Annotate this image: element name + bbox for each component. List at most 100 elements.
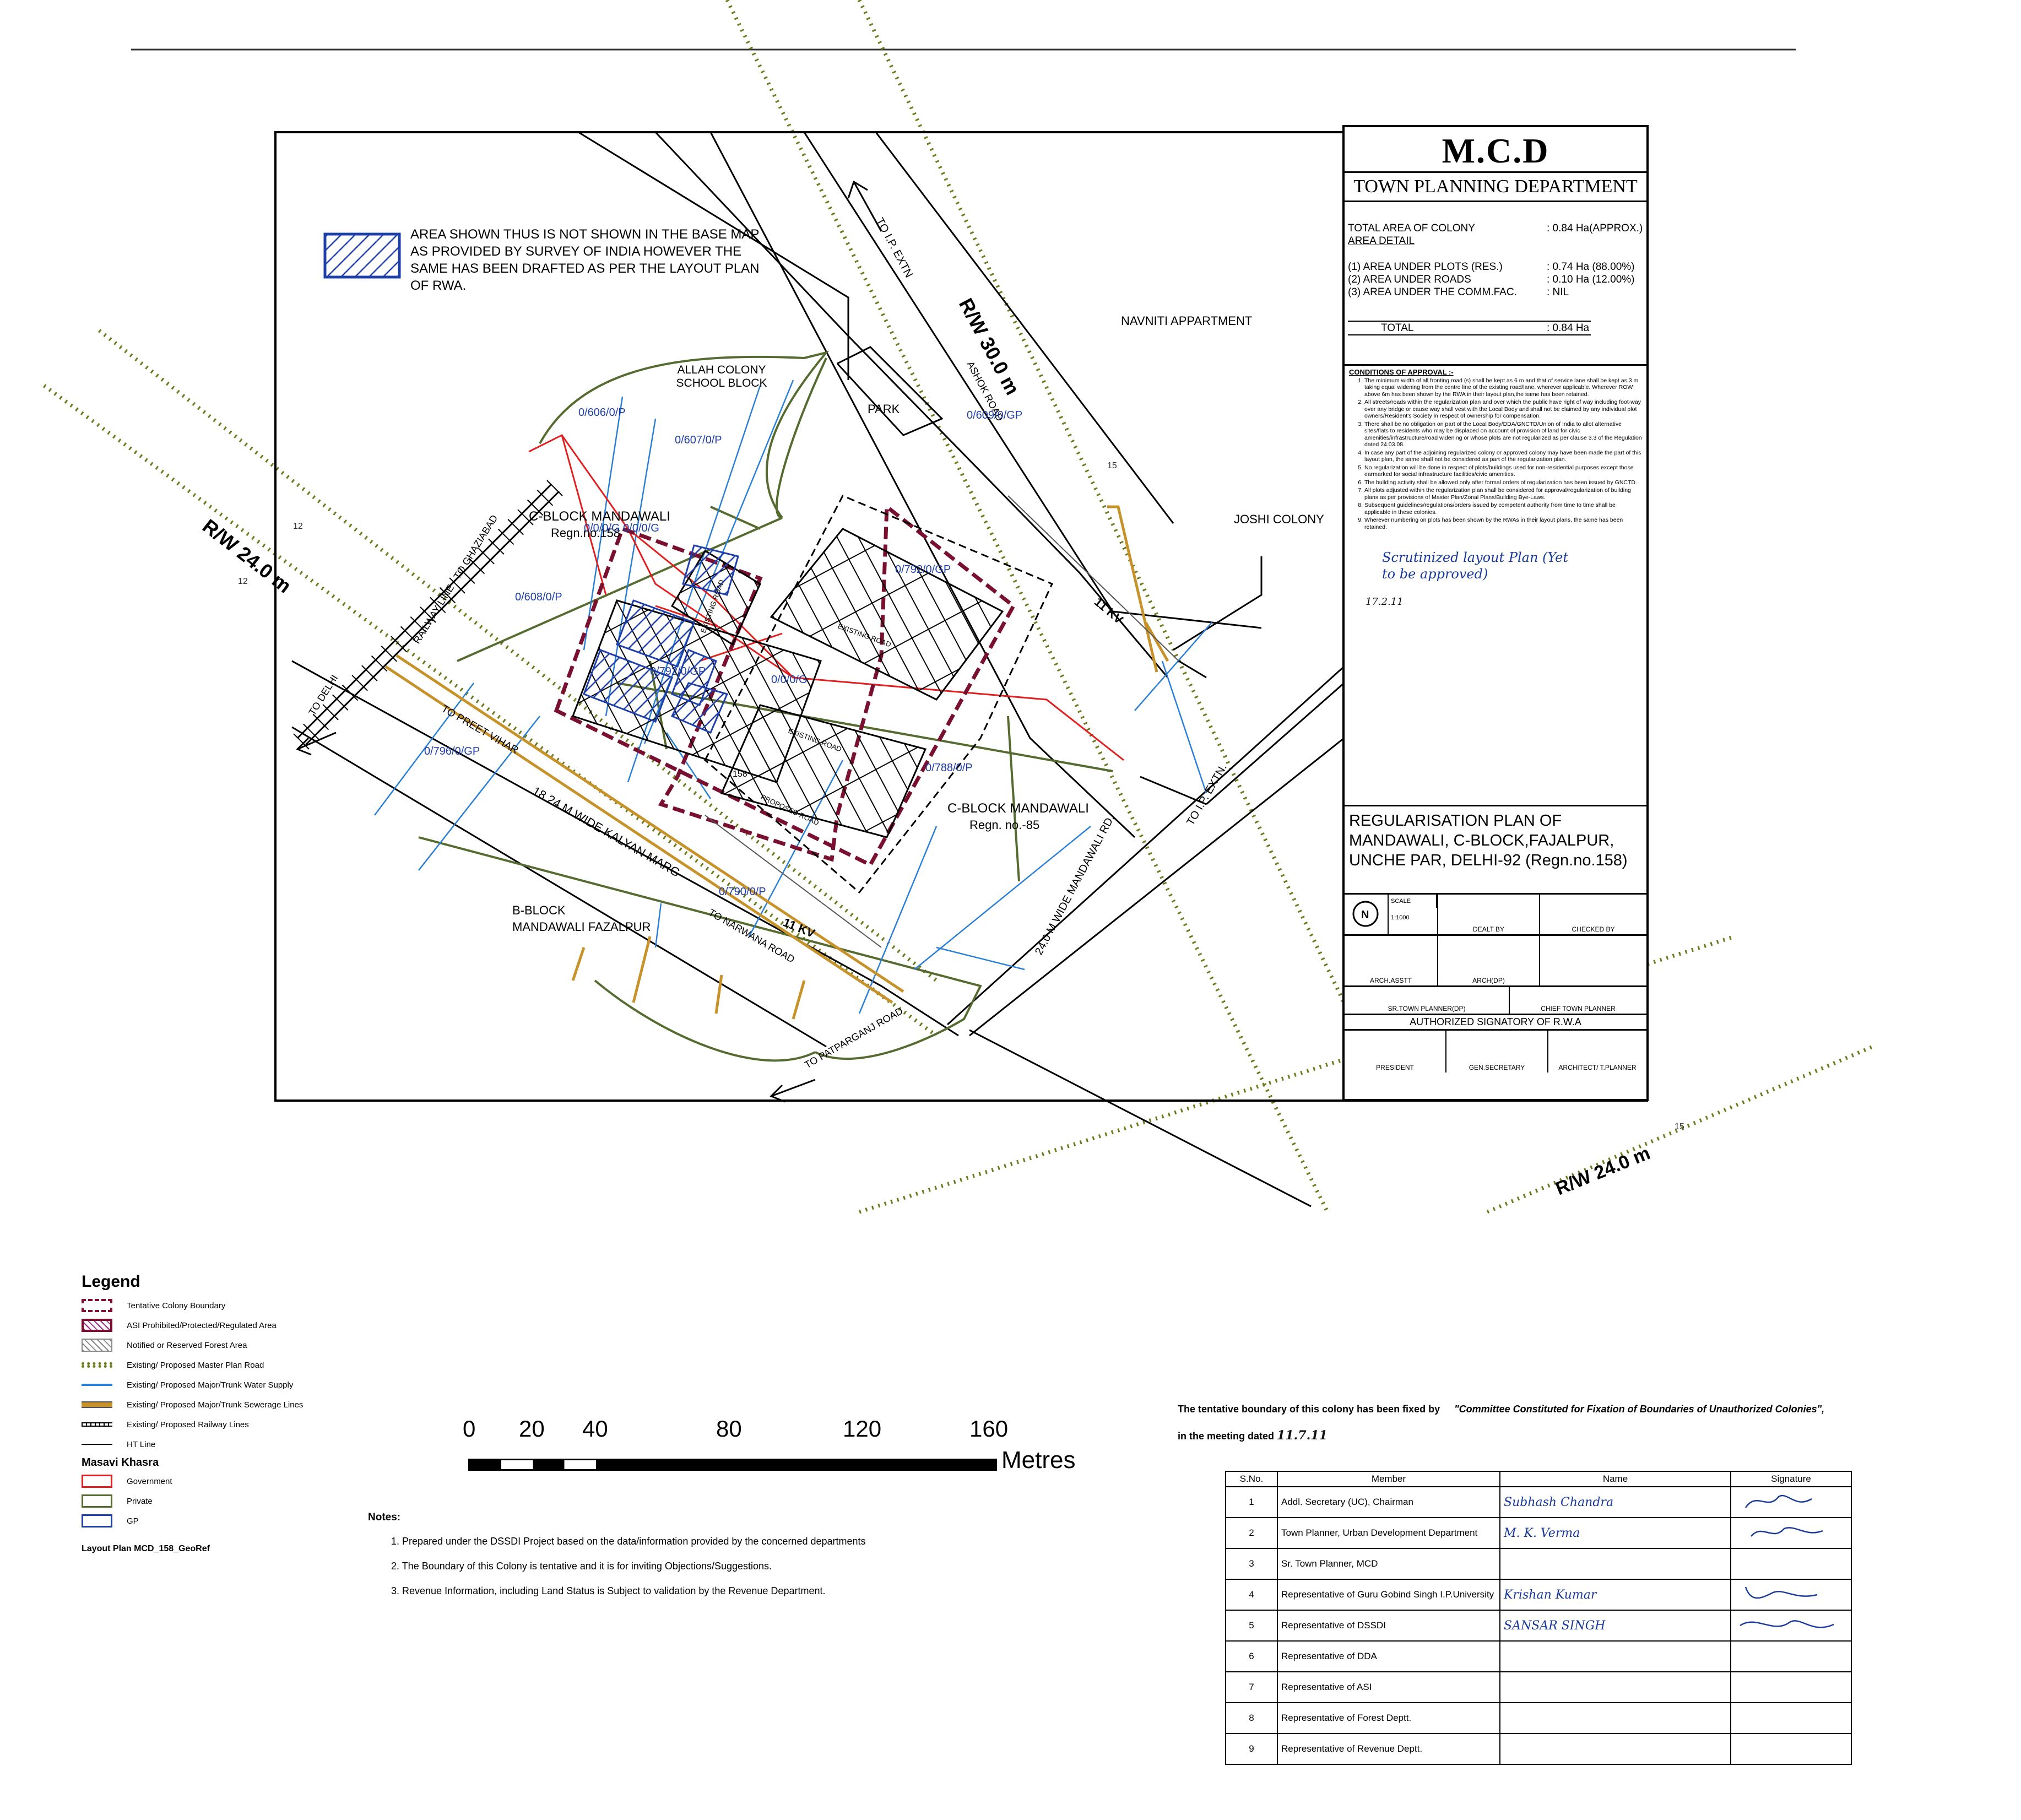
arch-blank-cell <box>1540 936 1646 985</box>
b-block-label-2: MANDAWALI FAZALPUR <box>512 920 651 934</box>
north-letter: N <box>1361 909 1369 921</box>
notes: Notes: 1. Prepared under the DSSDI Proje… <box>368 1512 866 1610</box>
area-1-value: : 0.74 Ha (88.00%) <box>1547 261 1635 273</box>
c-block-158-label: C-BLOCK MANDAWALI <box>529 509 670 524</box>
legend-item-label: GP <box>127 1516 139 1526</box>
khasra-792-b: 0/792/0/GP <box>650 665 706 678</box>
row-name: Subhash Chandra <box>1499 1486 1731 1518</box>
arch-dp-cell: ARCH(DP) <box>1438 936 1540 985</box>
row-sno: 7 <box>1225 1671 1278 1703</box>
to-patparganj-label: TO PATPARGANJ ROAD <box>803 1005 905 1071</box>
hatched-grey-box-icon <box>82 1339 112 1352</box>
checked-by-cell: CHECKED BY <box>1540 895 1646 934</box>
legend-item-label: Tentative Colony Boundary <box>127 1301 226 1310</box>
signature-icon <box>1744 1586 1818 1599</box>
scale-bar: 0 20 40 80 120 160 Metres <box>463 1416 1085 1482</box>
scale-unit: Metres <box>1001 1447 1076 1474</box>
row-name: M. K. Verma <box>1499 1517 1731 1549</box>
total-label: TOTAL <box>1381 322 1414 334</box>
row-name <box>1499 1733 1731 1765</box>
row-member: Representative of Forest Deptt. <box>1277 1702 1500 1734</box>
railway-tie <box>488 538 505 555</box>
row-member: Sr. Town Planner, MCD <box>1277 1548 1500 1580</box>
railway-tie <box>478 548 495 565</box>
orange-line-icon <box>82 1401 112 1408</box>
row-name: SANSAR SINGH <box>1499 1610 1731 1642</box>
row-sno: 4 <box>1225 1579 1278 1611</box>
row-name <box>1499 1548 1731 1580</box>
park-label: PARK <box>868 402 900 416</box>
layout-reference: Layout Plan MCD_158_GeoRef <box>82 1544 210 1553</box>
legend-item-label: Government <box>127 1476 172 1486</box>
north-arrow-icon: N <box>1352 901 1379 927</box>
railway-tie <box>312 713 329 730</box>
khasra-788: 0/788/0/P <box>925 762 973 774</box>
legend-item-master-road: Existing/ Proposed Master Plan Road <box>82 1355 390 1375</box>
signature-cell <box>1730 1486 1852 1518</box>
railway-tie <box>410 616 427 633</box>
area-detail-label: AREA DETAIL <box>1348 235 1415 247</box>
khasra-609: 0/609/0/GP <box>967 409 1022 421</box>
arch-asstt-label: ARCH.ASSTT <box>1369 977 1412 984</box>
row-sno: 9 <box>1225 1733 1278 1765</box>
legend: Legend Tentative Colony Boundary ASI Pro… <box>82 1272 390 1554</box>
row-sno: 5 <box>1225 1610 1278 1642</box>
committee-line2: in the meeting dated <box>1178 1431 1275 1442</box>
scale-tick-40: 40 <box>582 1416 608 1442</box>
note-2: 2. The Boundary of this Colony is tentat… <box>391 1561 772 1572</box>
scale-tick-160: 160 <box>969 1416 1009 1442</box>
col-name: Name <box>1499 1471 1731 1487</box>
row-sno: 3 <box>1225 1548 1278 1580</box>
signature-cell <box>1730 1702 1852 1734</box>
mandawali-rd-label: 24.0 M WIDE MANDAWALI RD. <box>1033 813 1117 957</box>
conditions-list: The minimum width of all fronting road (… <box>1349 377 1642 531</box>
railway-tie <box>546 480 563 496</box>
contour-12a: 12 <box>293 522 303 531</box>
scale-label: SCALE <box>1389 895 1437 908</box>
dept-title: TOWN PLANNING DEPARTMENT <box>1345 171 1646 202</box>
contour-12b: 12 <box>238 577 248 586</box>
conditions-head: CONDITIONS OF APPROVAL :- <box>1349 368 1454 376</box>
dealt-by-cell: DEALT BY <box>1438 895 1540 934</box>
scale-tick-80: 80 <box>716 1416 742 1442</box>
red-box-icon <box>82 1475 112 1488</box>
authorized-label: AUTHORIZED SIGNATORY OF R.W.A <box>1345 1014 1646 1029</box>
handwritten-note: Scrutinized layout Plan (Yet to be appro… <box>1382 550 1569 582</box>
scale-bar-graphic <box>468 1459 997 1471</box>
railway-tie <box>371 655 388 672</box>
arch-dp-label: ARCH(DP) <box>1472 977 1505 984</box>
signature-icon <box>1740 1619 1834 1628</box>
railway-label: RAILWAY LINE - TO GHAZIABAD <box>411 513 500 646</box>
table-header-row: S.No. Member Name Signature <box>1225 1471 1852 1487</box>
hatch-note-swatch <box>323 232 401 279</box>
to-delhi-label: TO DELHI <box>306 673 340 717</box>
scale-cell: SCALE 1:1000 <box>1389 895 1438 934</box>
khasra-gp: 0/0/0/G <box>771 674 808 686</box>
khasra-608: 0/608/0/P <box>515 591 562 603</box>
legend-item-asi: ASI Prohibited/Protected/Regulated Area <box>82 1315 390 1335</box>
legend-item-gp: GP <box>82 1511 390 1531</box>
legend-title: Legend <box>82 1272 140 1291</box>
condition-2: All streets/roads within the regularizat… <box>1364 399 1642 420</box>
row-sno: 6 <box>1225 1640 1278 1672</box>
scale-value: 1:1000 <box>1391 914 1410 921</box>
signature-cell <box>1730 1579 1852 1611</box>
scale-tick-0: 0 <box>463 1416 476 1442</box>
scale-tick-120: 120 <box>843 1416 882 1442</box>
row-name <box>1499 1640 1731 1672</box>
area-3-value: : NIL <box>1547 286 1569 298</box>
row-member: Representative of DDA <box>1277 1640 1500 1672</box>
navniti-label: NAVNITI APPARTMENT <box>1121 314 1252 328</box>
north-cell: N <box>1345 895 1389 934</box>
legend-item-boundary: Tentative Colony Boundary <box>82 1296 390 1315</box>
row-member: Representative of Revenue Deptt. <box>1277 1733 1500 1765</box>
signature-cell <box>1730 1610 1852 1642</box>
railway-tie <box>459 567 475 584</box>
legend-item-label: Notified or Reserved Forest Area <box>127 1340 247 1350</box>
checked-by-label: CHECKED BY <box>1572 925 1615 933</box>
khasra-796: 0/796/0/GP <box>424 745 480 757</box>
legend-item-label: HT Line <box>127 1439 156 1449</box>
railway-tie <box>517 509 534 526</box>
railway-tie <box>322 704 339 721</box>
